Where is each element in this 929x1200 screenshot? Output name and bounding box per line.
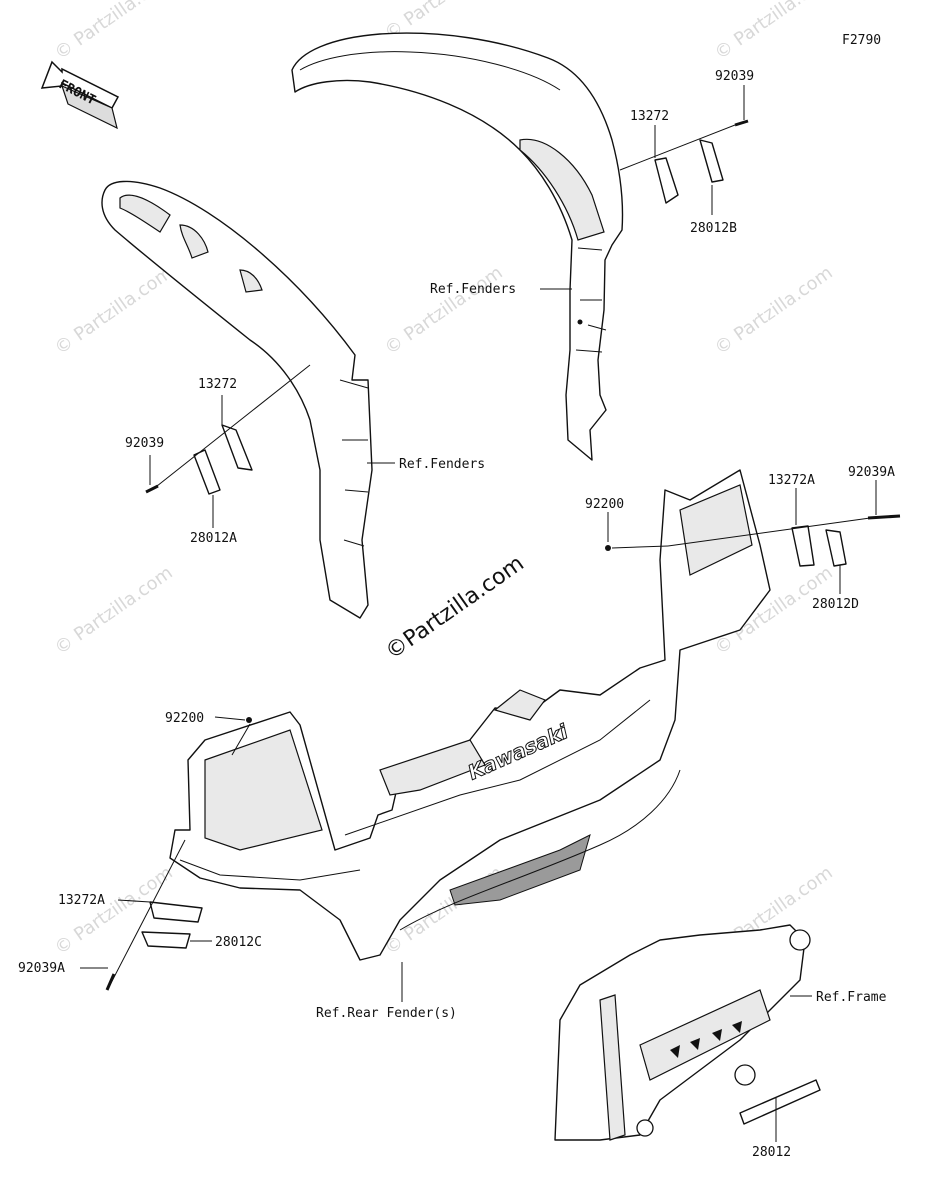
- diagram-code: F2790: [842, 33, 881, 48]
- label-28012D: 28012D: [812, 597, 859, 612]
- decal-28012D-icon: [791, 525, 847, 567]
- label-28012A: 28012A: [190, 531, 237, 546]
- front-arrow-icon: FRONT: [40, 60, 120, 130]
- label-92039A-left: 92039A: [18, 961, 65, 976]
- label-ref-fenders-top: Ref.Fenders: [430, 282, 516, 297]
- watermark: © Partzilla.com: [51, 562, 177, 659]
- nut-92200-right-icon: [605, 545, 611, 551]
- label-13272-left: 13272: [198, 377, 237, 392]
- watermark: © Partzilla.com: [711, 262, 837, 359]
- fender-top-right: [291, 32, 624, 461]
- fender-left: [101, 180, 373, 619]
- watermark: © Partzilla.com: [711, 0, 837, 64]
- label-ref-frame: Ref.Frame: [816, 990, 887, 1005]
- label-92200-left: 92200: [165, 711, 204, 726]
- decal-28012-icon: [739, 1079, 821, 1125]
- rivet-92039A-left-icon: [105, 973, 116, 991]
- watermark: © Partzilla.com: [51, 0, 177, 64]
- decal-28012A-icon: [193, 424, 253, 495]
- rivet-92039A-right-icon: [867, 514, 901, 520]
- watermark: © Partzilla.com: [381, 262, 507, 359]
- watermark: © Partzilla.com: [51, 262, 177, 359]
- center-watermark-text: ©Partzilla.com: [381, 551, 529, 665]
- leader-lines: [80, 85, 877, 1142]
- label-92039-top: 92039: [715, 69, 754, 84]
- label-92200-right: 92200: [585, 497, 624, 512]
- label-28012: 28012: [752, 1145, 791, 1160]
- rivet-92039-top-icon: [734, 119, 749, 127]
- center-watermark: ©Partzilla.com: [381, 551, 529, 665]
- part-labels: 92039 13272 28012B Ref.Fenders 13272 920…: [18, 69, 895, 1160]
- rear-bumper: Kawasaki: [169, 469, 771, 961]
- decal-28012C-icon: [141, 901, 203, 949]
- label-ref-rear-fenders: Ref.Rear Fender(s): [316, 1006, 457, 1021]
- decal-28012B-icon: [654, 139, 724, 204]
- label-13272-top: 13272: [630, 109, 669, 124]
- label-28012C: 28012C: [215, 935, 262, 950]
- nut-92200-left-icon: [246, 717, 252, 723]
- label-13272A-left: 13272A: [58, 893, 105, 908]
- label-92039-left: 92039: [125, 436, 164, 451]
- label-28012B: 28012B: [690, 221, 737, 236]
- label-13272A-right: 13272A: [768, 473, 815, 488]
- frame: [554, 924, 811, 1141]
- label-92039A-right: 92039A: [848, 465, 895, 480]
- label-ref-fenders-left: Ref.Fenders: [399, 457, 485, 472]
